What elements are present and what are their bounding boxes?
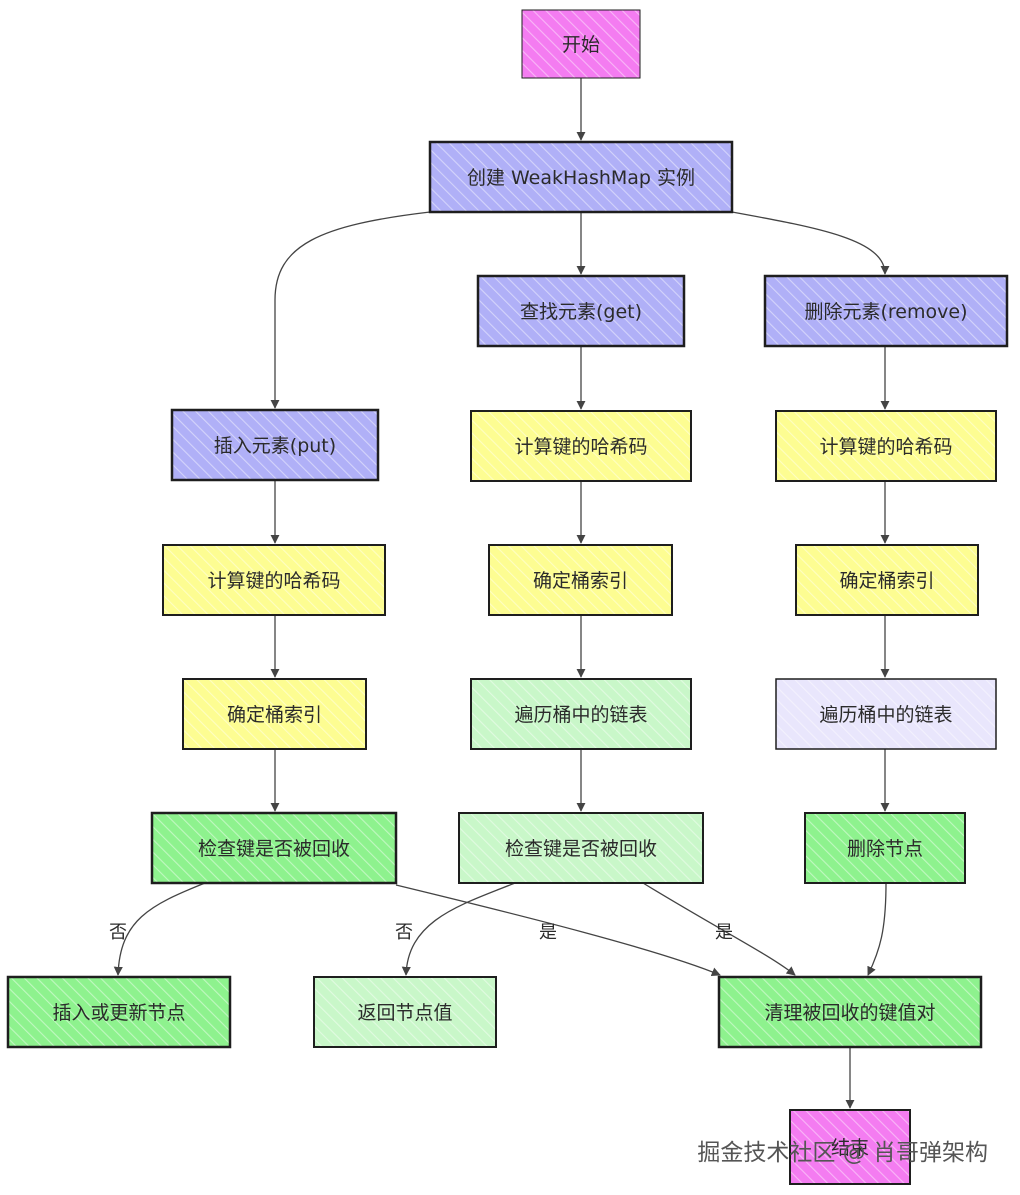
node-label: 确定桶索引: [227, 704, 322, 726]
node-create: 创建 WeakHashMap 实例: [428, 140, 734, 214]
node-return-value: 返回节点值: [313, 976, 497, 1048]
node-insert-update: 插入或更新节点: [6, 975, 232, 1049]
node-label: 确定桶索引: [533, 570, 628, 592]
edge-create-put: [270, 211, 431, 409]
edge-create-remove: [731, 211, 890, 275]
node-label: 删除节点: [847, 838, 923, 860]
node-label: 检查键是否被回收: [198, 838, 350, 860]
node-label: 检查键是否被回收: [505, 838, 657, 860]
node-label: 创建 WeakHashMap 实例: [467, 167, 695, 189]
node-bucket-put: 确定桶索引: [182, 678, 367, 750]
node-traverse-remove: 遍历桶中的链表: [775, 678, 997, 750]
node-traverse-get: 遍历桶中的链表: [470, 678, 692, 750]
edge-label-get-no: 否: [395, 922, 413, 943]
edge-check-get-no: [401, 882, 516, 976]
node-get: 查找元素(get): [476, 274, 686, 348]
edge-check-put-yes: [395, 884, 721, 977]
node-end: 结束: [789, 1109, 911, 1185]
node-cleanup: 清理被回收的键值对: [717, 975, 983, 1049]
node-label: 遍历桶中的链表: [819, 704, 952, 726]
node-label: 确定桶索引: [839, 570, 934, 592]
node-start: 开始: [521, 9, 641, 79]
node-label: 计算键的哈希码: [819, 436, 952, 458]
node-bucket-remove: 确定桶索引: [795, 544, 979, 616]
node-hash-get: 计算键的哈希码: [470, 410, 692, 482]
node-label: 结束: [831, 1137, 869, 1159]
node-label: 开始: [562, 34, 600, 56]
node-bucket-get: 确定桶索引: [488, 544, 673, 616]
edges: [113, 78, 890, 1109]
edge-check-get-yes: [642, 882, 796, 976]
node-label: 插入或更新节点: [52, 1002, 185, 1024]
node-check-put: 检查键是否被回收: [150, 811, 398, 885]
node-label: 遍历桶中的链表: [514, 704, 647, 726]
edge-delete-cleanup: [867, 882, 887, 976]
node-label: 返回节点值: [357, 1002, 452, 1024]
node-label: 查找元素(get): [520, 301, 642, 323]
node-check-get: 检查键是否被回收: [458, 812, 704, 884]
node-hash-put: 计算键的哈希码: [162, 544, 386, 616]
node-put: 插入元素(put): [170, 408, 380, 482]
node-label: 清理被回收的键值对: [764, 1002, 935, 1024]
node-delete-node: 删除节点: [804, 812, 966, 884]
node-remove: 删除元素(remove): [763, 274, 1009, 348]
watermark: 掘金技术社区 @ 肖哥弹架构: [697, 1140, 988, 1166]
edge-label-put-yes: 是: [539, 922, 557, 943]
node-hash-remove: 计算键的哈希码: [775, 410, 997, 482]
node-label: 计算键的哈希码: [514, 436, 647, 458]
node-label: 删除元素(remove): [805, 301, 968, 323]
node-label: 计算键的哈希码: [207, 570, 340, 592]
node-label: 插入元素(put): [214, 435, 336, 457]
edge-labels: 否是否是: [109, 922, 733, 943]
edge-label-put-no: 否: [109, 922, 127, 943]
edge-label-get-yes: 是: [715, 922, 733, 943]
edge-check-put-no: [113, 882, 206, 976]
